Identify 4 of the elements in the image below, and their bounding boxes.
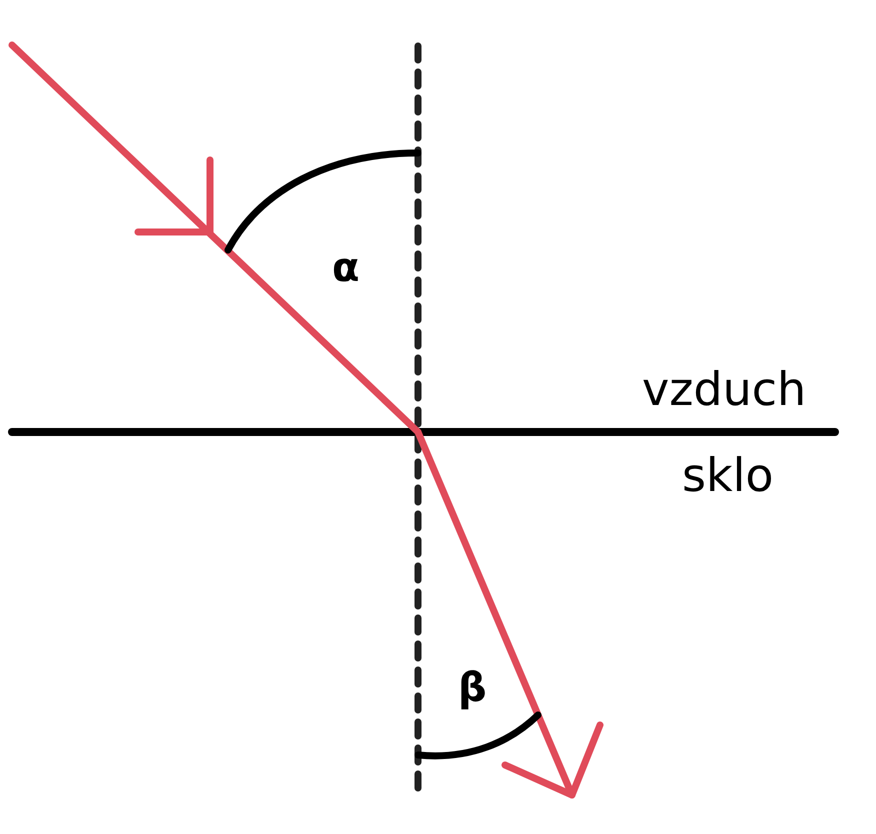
angle-label: β [458, 668, 487, 708]
angle-label: α [332, 248, 360, 288]
medium-label: vzduch [642, 366, 806, 412]
medium-label: sklo [682, 452, 774, 498]
